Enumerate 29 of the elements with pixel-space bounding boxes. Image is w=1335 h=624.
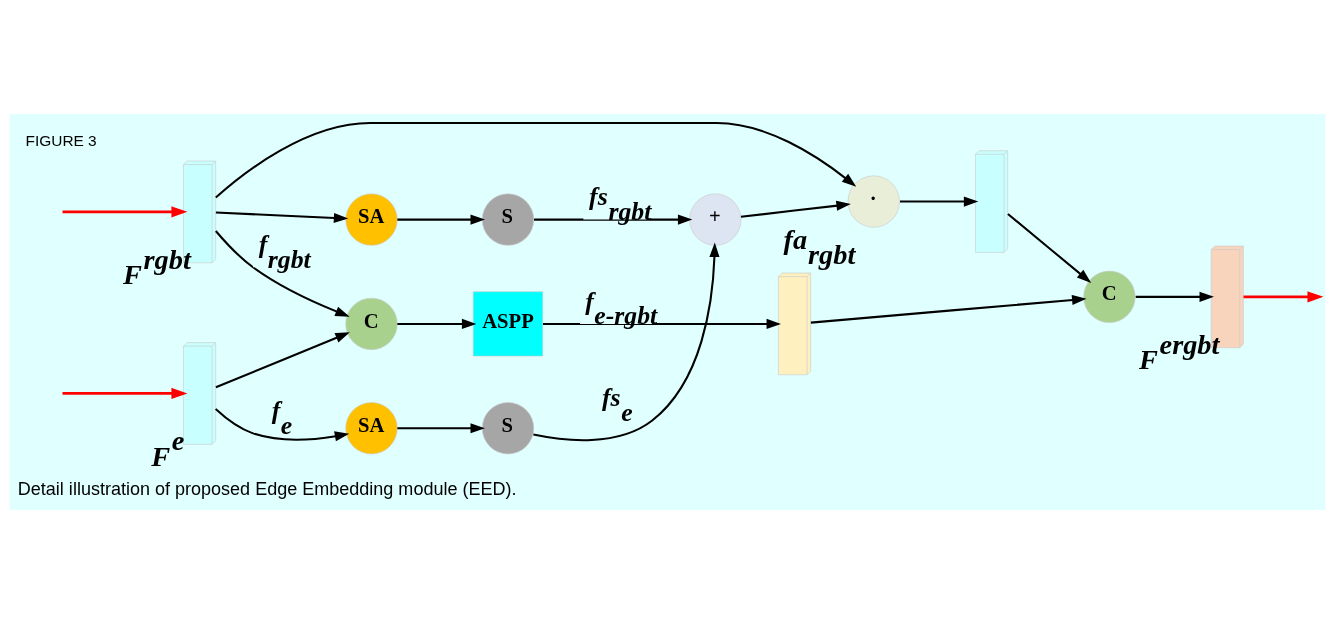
- node-circle: C: [345, 297, 398, 350]
- arrow: [534, 214, 693, 225]
- arrow: [1135, 291, 1214, 302]
- arrow: [397, 214, 485, 225]
- label: FIGURE 3: [25, 132, 97, 150]
- arrow: [900, 196, 979, 207]
- arrow: [62, 387, 188, 400]
- arrow: [214, 408, 350, 442]
- node-circle: S: [481, 402, 535, 455]
- arrow: [62, 206, 188, 218]
- caption: Detail illustration of proposed Edge Embedding module (EED).: [17, 478, 517, 499]
- node-circle: ·: [847, 175, 900, 228]
- arrow: [1007, 213, 1092, 283]
- node-circle: S: [481, 193, 535, 246]
- arrow: [1243, 291, 1324, 303]
- arrow: [215, 332, 350, 389]
- arrow: [533, 242, 720, 442]
- node-circle: SA: [345, 402, 398, 455]
- arrow: [740, 200, 851, 218]
- arrow: [542, 318, 781, 329]
- arrow: [215, 211, 349, 223]
- arrow: [397, 318, 477, 329]
- node-box: ASPP: [472, 291, 544, 357]
- arrow: [397, 423, 485, 434]
- node-circle: +: [689, 193, 742, 246]
- arrow: [810, 294, 1087, 324]
- arrow: [215, 122, 857, 199]
- node-circle: C: [1083, 270, 1136, 323]
- node-circle: SA: [345, 193, 398, 246]
